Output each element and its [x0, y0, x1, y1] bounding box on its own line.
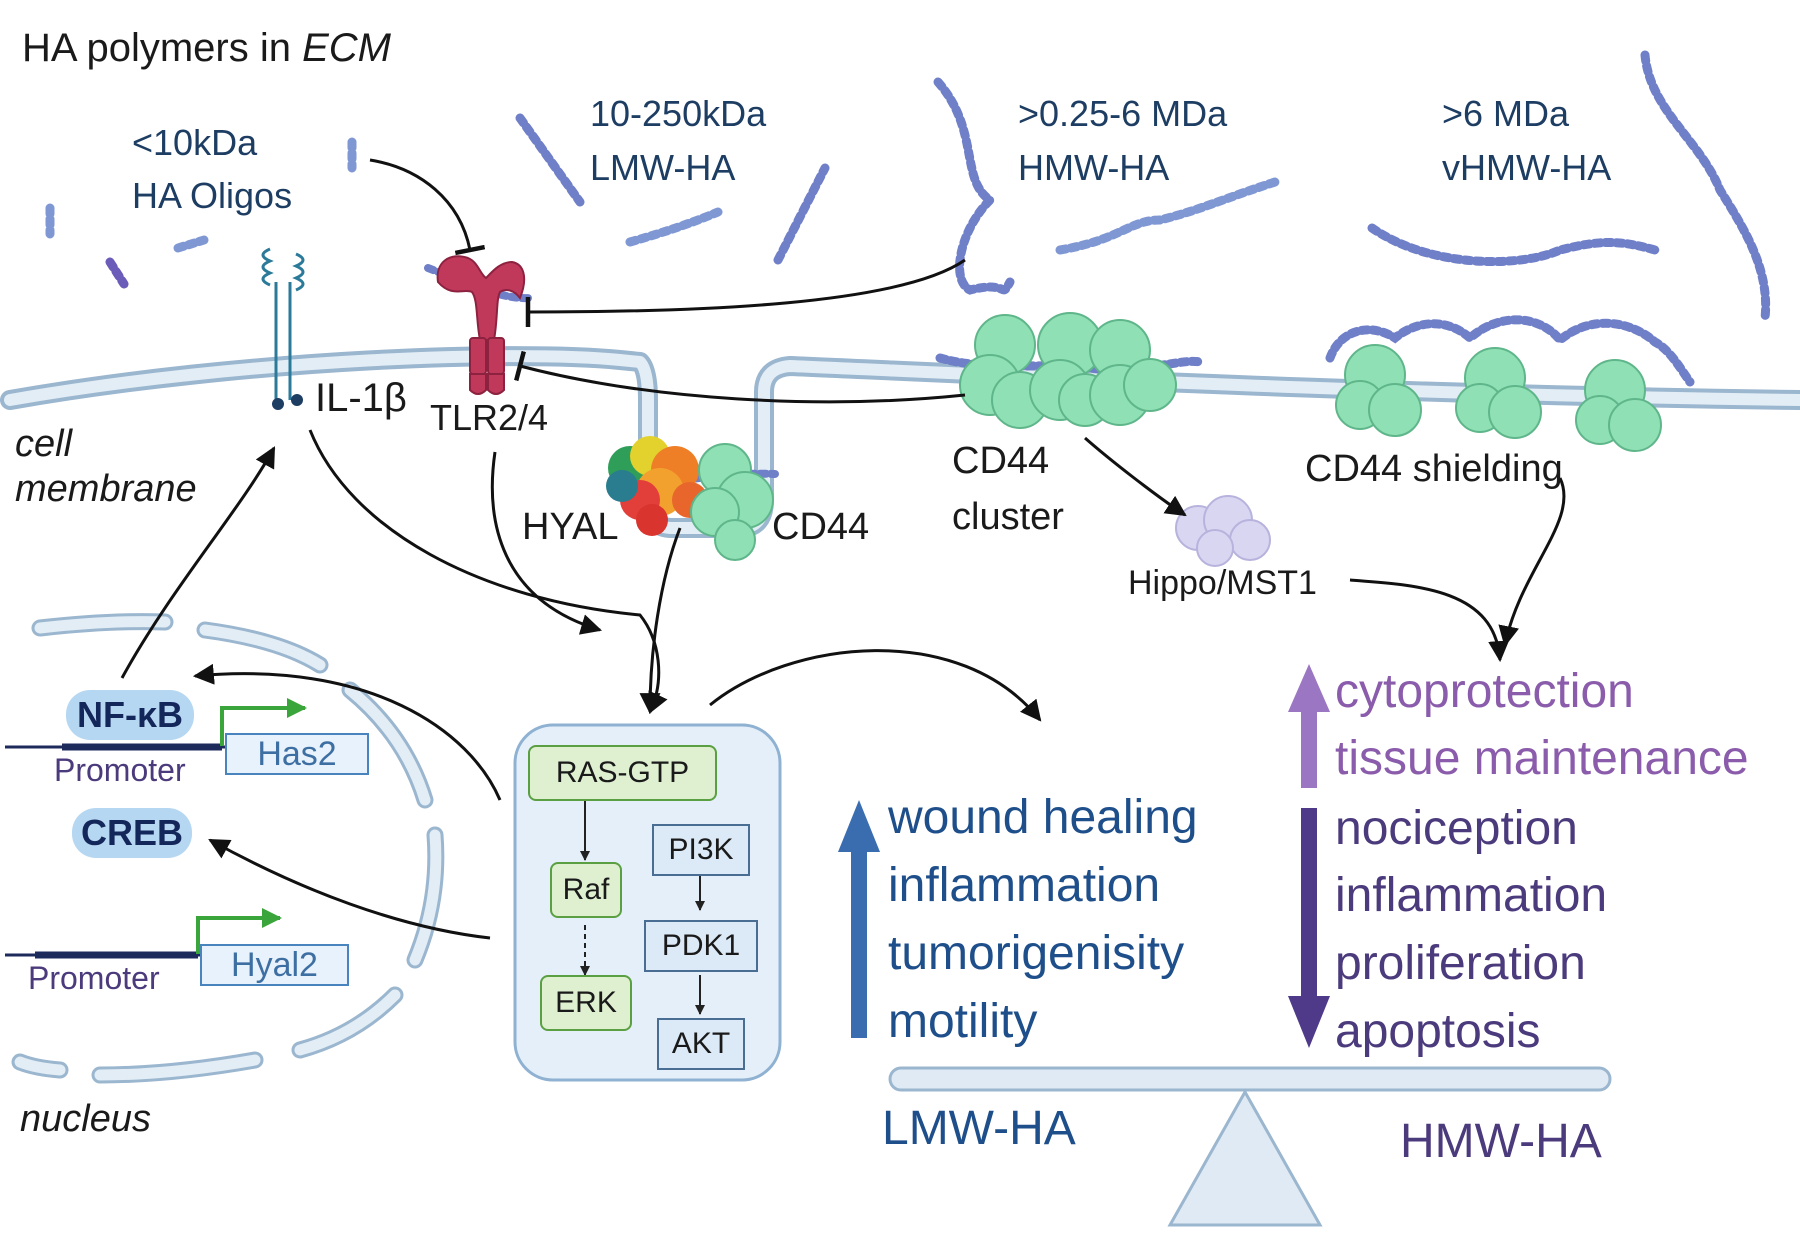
hmw-down-arrow: [1288, 808, 1330, 1048]
tlr-receptor: [436, 255, 526, 395]
erk-box: ERK: [540, 975, 632, 1031]
ha-oligos-name: HA Oligos: [132, 175, 293, 216]
hyal-label: HYAL: [522, 506, 619, 548]
lmw-effect-tumorigenisity: tumorigenisity: [888, 927, 1185, 980]
nuclear-envelope: [11, 613, 445, 1084]
lmw-ha-size: 10-250kDa: [590, 93, 767, 134]
nfkb-transcription-factor: NF-κB: [66, 690, 194, 740]
promoter-lines: [5, 698, 307, 959]
hmw-down-proliferation: proliferation: [1335, 937, 1586, 990]
activation-arrows: [120, 429, 1566, 940]
balance-scale: [888, 1066, 1612, 1227]
lmw-ha-name: LMW-HA: [590, 147, 736, 188]
signaling-internal-arrows: [580, 800, 705, 1015]
vhmw-ha-size: >6 MDa: [1442, 93, 1570, 134]
balance-right-label: HMW-HA: [1400, 1115, 1602, 1168]
il1b-receptor: [261, 247, 305, 410]
cd44-label: CD44: [772, 506, 870, 548]
title-main: HA polymers in: [22, 26, 303, 70]
nucleus-label: nucleus: [20, 1098, 151, 1140]
hmw-down-apoptosis: apoptosis: [1335, 1005, 1541, 1058]
hippo-label: Hippo/MST1: [1128, 564, 1317, 602]
lmw-up-arrow: [838, 800, 880, 1038]
title-italic: ECM: [302, 26, 391, 70]
cd44-shielding-proteins: [1335, 344, 1662, 452]
hyal-protein: [606, 436, 708, 536]
cd44-cluster-proteins: [959, 312, 1177, 429]
inhibition-lines: [369, 158, 966, 404]
lmw-effect-wound-healing: wound healing: [888, 791, 1198, 844]
has2-gene: Has2: [225, 733, 369, 775]
hippo-protein: [1175, 495, 1271, 567]
hmw-down-nociception: nociception: [1335, 802, 1578, 855]
hyal2-gene: Hyal2: [200, 944, 349, 986]
hmw-up-cytoprotection: cytoprotection: [1335, 665, 1634, 718]
hmw-ha-size: >0.25-6 MDa: [1018, 93, 1228, 134]
cell-membrane: [0, 346, 1800, 538]
cd44-protein-single: [690, 443, 774, 561]
cd44-cluster-label-line2: cluster: [952, 496, 1064, 538]
il1b-label: IL-1β: [315, 376, 407, 420]
pi3k-box: PI3K: [652, 824, 750, 876]
ras-gtp-box: RAS-GTP: [528, 745, 717, 801]
hmw-up-tissue-maintenance: tissue maintenance: [1335, 732, 1749, 785]
hmw-up-arrow: [1288, 664, 1330, 788]
lmw-effect-motility: motility: [888, 995, 1038, 1048]
cell-membrane-label-line2: membrane: [15, 468, 197, 510]
raf-box: Raf: [550, 862, 622, 918]
akt-box: AKT: [657, 1018, 745, 1070]
cd44-shielding-label: CD44 shielding: [1305, 448, 1563, 490]
tlr-label: TLR2/4: [430, 397, 549, 438]
promoter-label-1: Promoter: [54, 752, 186, 788]
promoter-label-2: Promoter: [28, 960, 160, 996]
cell-membrane-label-line1: cell: [15, 423, 73, 465]
cd44-cluster-label-line1: CD44: [952, 440, 1050, 482]
balance-left-label: LMW-HA: [882, 1102, 1076, 1155]
diagram-title: HA polymers in ECM: [22, 28, 391, 68]
pdk1-box: PDK1: [644, 920, 758, 972]
ha-chains: [45, 50, 1771, 492]
lmw-effect-inflammation: inflammation: [888, 859, 1161, 912]
ha-oligos-size: <10kDa: [132, 122, 258, 163]
hmw-ha-name: HMW-HA: [1018, 147, 1170, 188]
hmw-down-inflammation: inflammation: [1335, 869, 1608, 922]
vhmw-ha-name: vHMW-HA: [1442, 147, 1612, 188]
creb-transcription-factor: CREB: [72, 808, 192, 858]
